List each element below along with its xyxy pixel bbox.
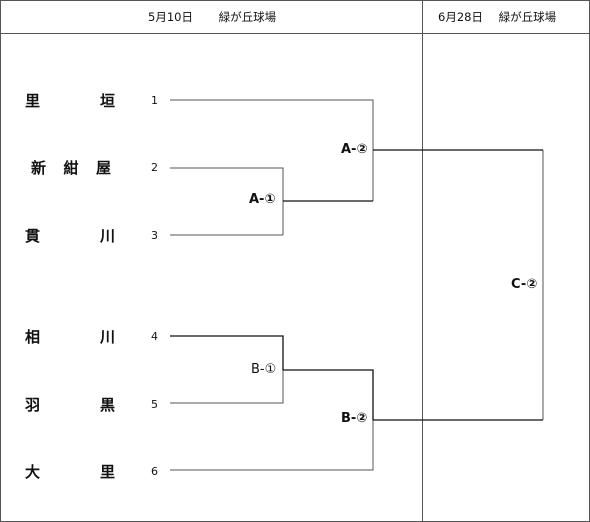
team-2-name: 新紺屋 (31, 159, 111, 177)
team-4-name: 相川 (25, 328, 115, 346)
header-left-date: 5月10日 (148, 10, 193, 24)
line-team-5 (170, 370, 284, 404)
team-1-seed: 1 (151, 94, 158, 107)
line-team-1 (170, 99, 374, 201)
line-team-4 (170, 335, 284, 370)
team-6-seed: 6 (151, 465, 158, 478)
match-a1-label: A-① (248, 192, 277, 207)
header-right-venue: 緑が丘球場 (498, 10, 557, 24)
header-divider (0, 33, 590, 34)
match-b1-label: B-① (250, 362, 278, 377)
header-right: 6月28日 緑が丘球場 (438, 9, 556, 25)
match-b2-label: B-② (340, 411, 369, 426)
team-2-seed: 2 (151, 161, 158, 174)
match-a2-label: A-② (340, 142, 369, 157)
header-right-date: 6月28日 (438, 10, 483, 24)
header-left-venue: 緑が丘球場 (218, 10, 277, 24)
line-team-2 (170, 167, 284, 235)
column-divider (422, 0, 423, 522)
team-6-name: 大里 (25, 463, 115, 481)
team-3-seed: 3 (151, 229, 158, 242)
line-b1-winner (283, 369, 374, 420)
team-1-name: 里垣 (25, 92, 115, 110)
team-5-seed: 5 (151, 398, 158, 411)
header-left: 5月10日 緑が丘球場 (148, 9, 276, 25)
team-3-name: 貫川 (25, 227, 115, 245)
team-5-name: 羽黒 (25, 396, 115, 414)
team-4-seed: 4 (151, 330, 158, 343)
match-c2-label: C-② (510, 277, 539, 292)
